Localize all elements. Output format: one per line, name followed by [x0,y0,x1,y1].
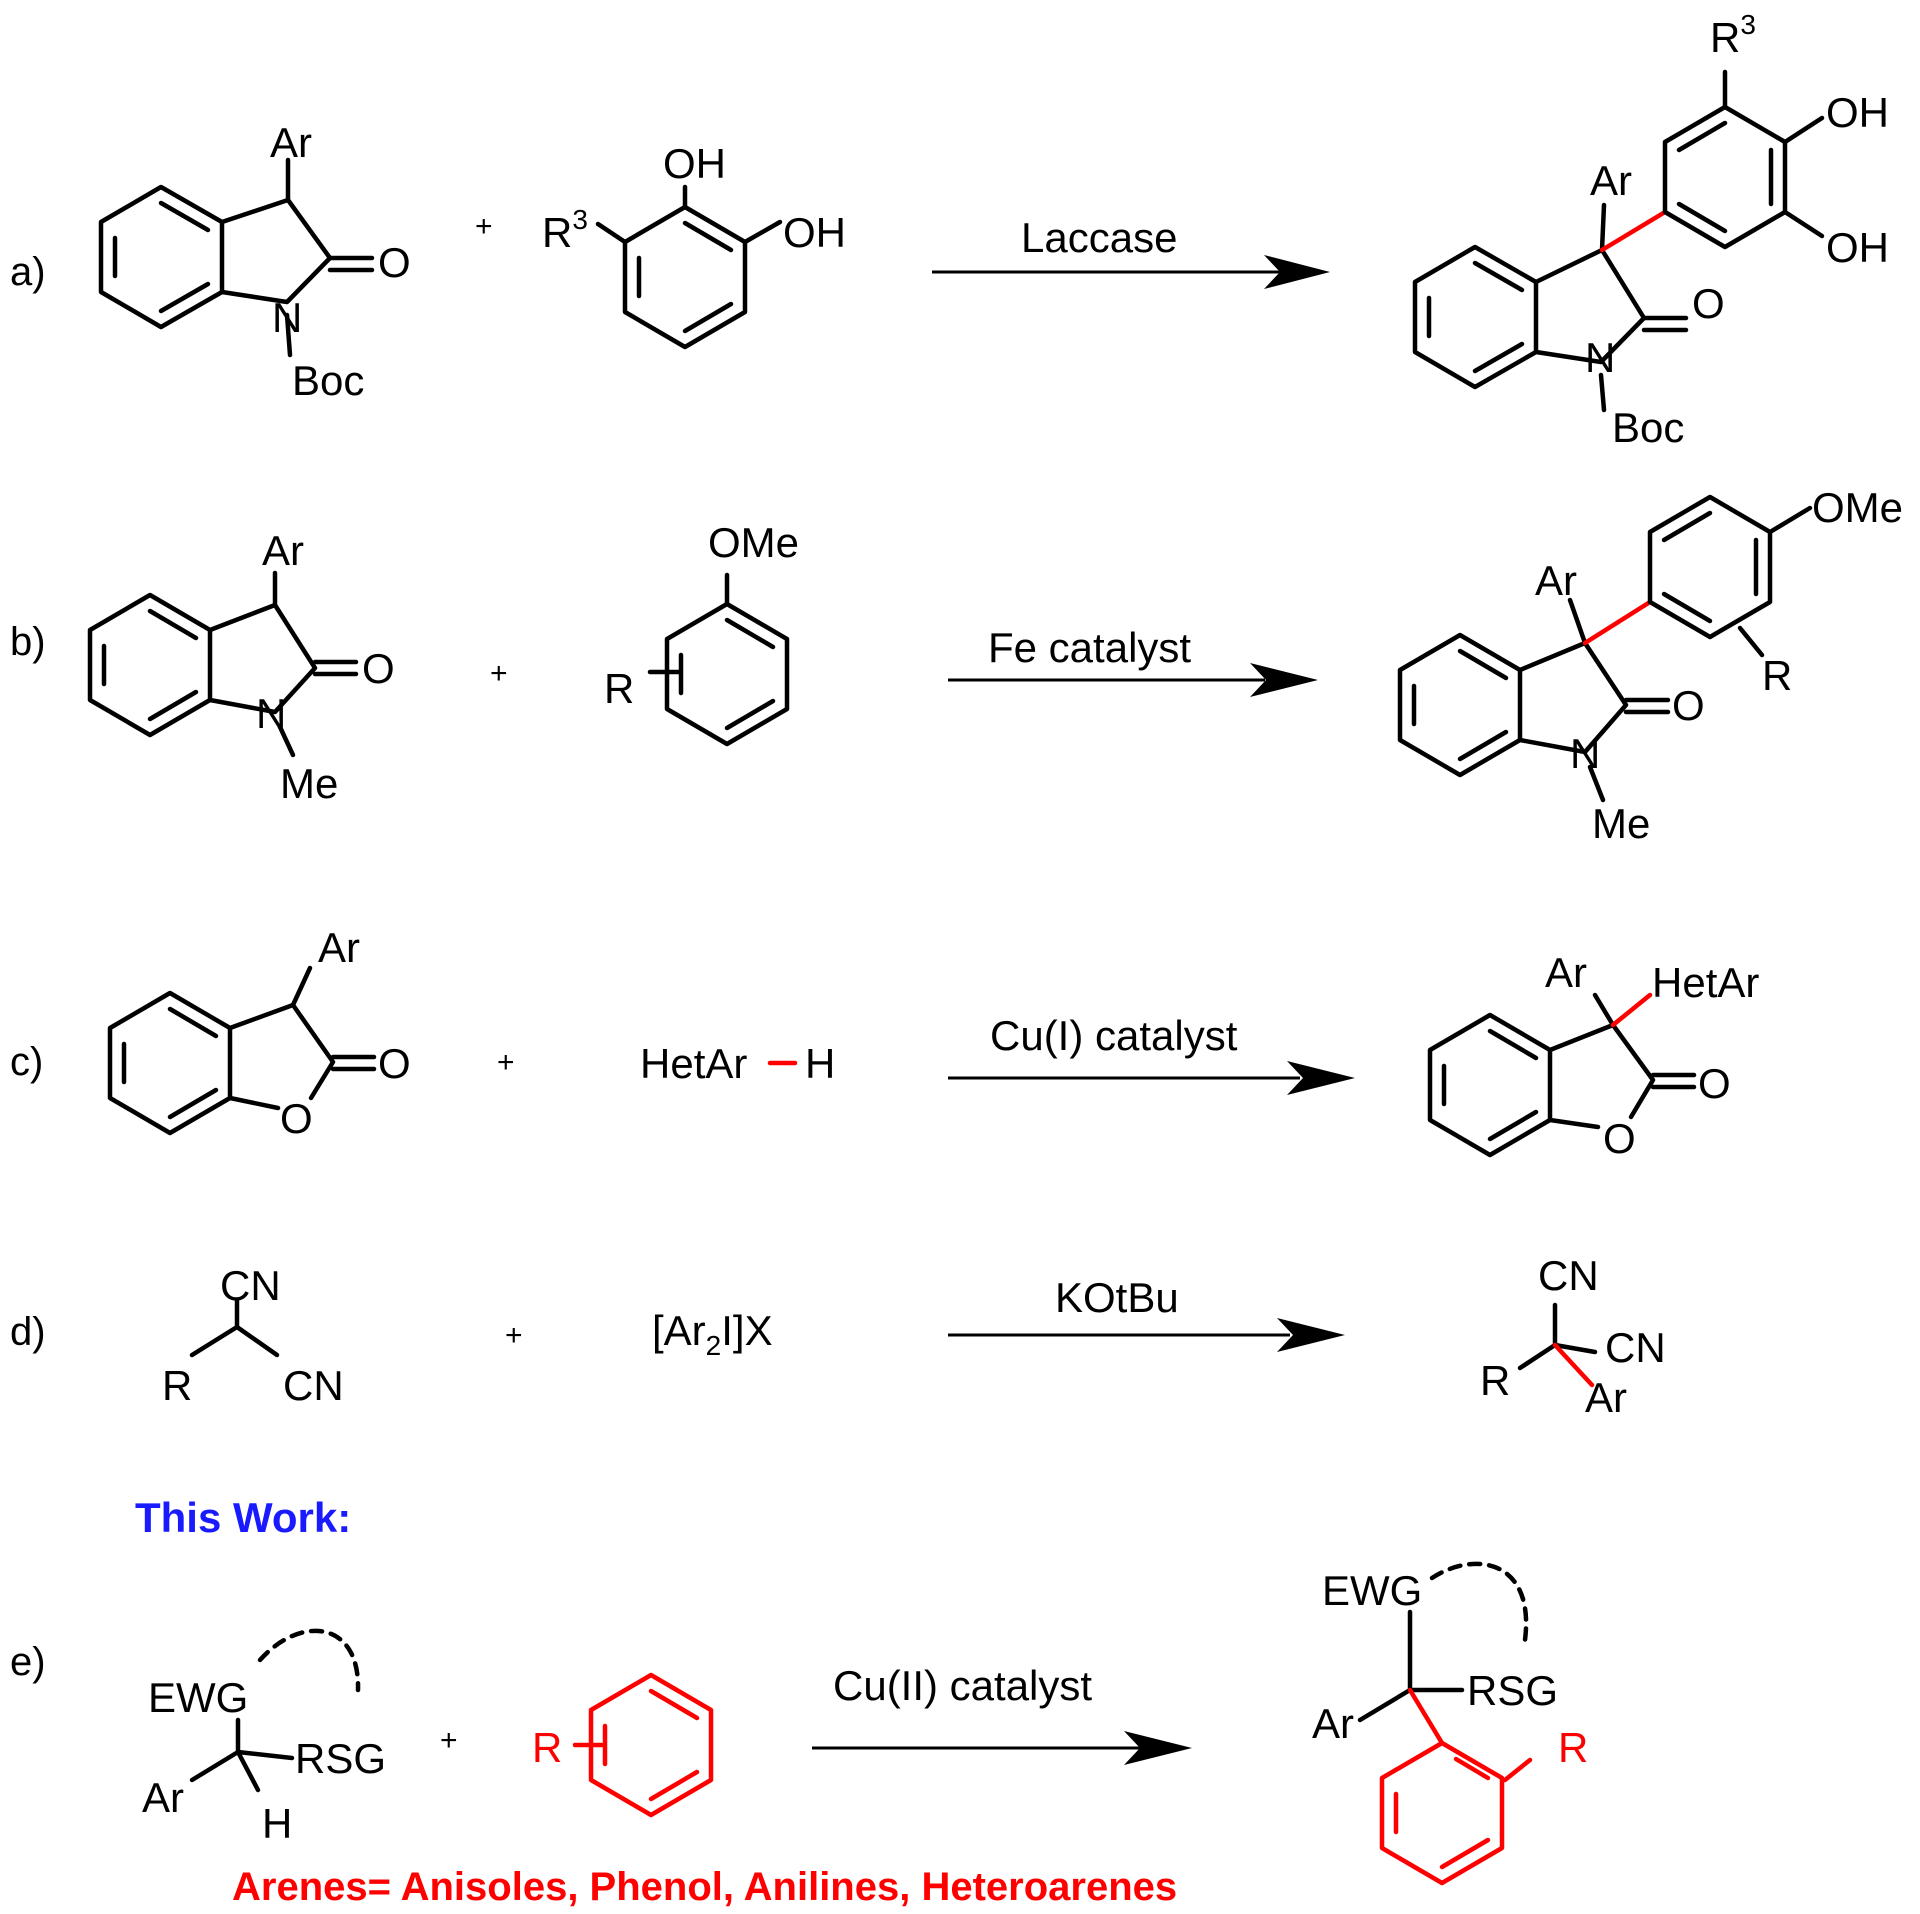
panel-c-benzofuranone: Ar O O [107,924,411,1142]
panel-c-condition: Cu(I) catalyst [990,1012,1238,1059]
panel-b-condition: Fe catalyst [988,624,1191,671]
substrate-h: H [262,1800,292,1847]
product-c-ring-o: O [1603,1115,1636,1162]
anisole-r: R [604,665,634,712]
panel-e: e) EWG RSG Ar H + R Cu(II) catalyst [10,1561,1588,1909]
malononitrile-r: R [162,1362,192,1409]
hetar-label: HetAr [640,1040,747,1087]
product-d-cn-top: CN [1538,1252,1599,1299]
product-c-carbonyl-o: O [1698,1060,1731,1107]
catechol-r3: R3 [542,204,588,256]
panel-b-oxindole: Ar O N Me [87,527,395,807]
product-e-ewg: EWG [1322,1567,1422,1614]
oxindole-b-carbonyl-o: O [362,645,395,692]
panel-e-substrate: EWG RSG Ar H [142,1628,386,1847]
panel-a-condition: Laccase [1021,214,1177,261]
product-e-rsg: RSG [1467,1667,1558,1714]
product-d-r: R [1480,1357,1510,1404]
panel-d-label: d) [10,1310,46,1354]
panel-e-product: EWG RSG Ar R [1312,1561,1588,1886]
arene-r: R [532,1724,562,1771]
panel-a-plus: + [475,210,493,243]
panel-c-hetarene: HetAr H [640,1040,835,1087]
product-a-nitrogen: N [1585,334,1615,381]
panel-b-product: Ar O N Me OMe R [1397,484,1903,847]
diaryliodonium-salt: [Ar2I]X [652,1307,773,1361]
substrate-ar: Ar [142,1774,184,1821]
panel-d: d) CN CN R + [Ar2I]X KOtBu CN CN R Ar [10,1252,1666,1421]
product-a-carbonyl-o: O [1692,280,1725,327]
panel-c-product: Ar HetAr O O [1427,949,1759,1162]
panel-e-condition: Cu(II) catalyst [833,1662,1092,1709]
panel-b-label: b) [10,620,46,664]
product-c-hetar: HetAr [1652,959,1759,1006]
product-d-ar: Ar [1585,1374,1627,1421]
product-a-boc: Boc [1612,404,1684,451]
panel-d-condition: KOtBu [1055,1274,1179,1321]
panel-a: a) Ar O N Boc + OH OH R3 Lacc [10,9,1889,451]
this-work-heading: This Work: [135,1494,351,1541]
product-b-nitrogen: N [1570,730,1600,777]
oxindole-b-ar: Ar [262,527,304,574]
product-e-r: R [1558,1724,1588,1771]
oxindole-a-nitrogen: N [272,294,302,341]
oxindole-b-nitrogen: N [256,690,286,737]
benzofuranone-carbonyl-o: O [378,1040,411,1087]
benzofuranone-ring-o: O [280,1095,313,1142]
panel-a-product: Ar O N Boc R3 OH OH [1412,9,1889,451]
oxindole-b-me: Me [280,760,338,807]
malononitrile-cn-right: CN [283,1362,344,1409]
substrate-ewg: EWG [148,1674,248,1721]
panel-a-catechol: OH OH R3 [542,140,846,350]
malononitrile-cn-top: CN [220,1262,281,1309]
panel-b-plus: + [490,657,508,690]
oxindole-a-ar-label: Ar [270,119,312,166]
hetar-h-label: H [805,1040,835,1087]
panel-c: c) Ar O O + HetAr H Cu(I) catalyst [10,924,1759,1162]
panel-b-anisole: OMe R [604,519,799,747]
arenes-scope-note: Arenes= Anisoles, Phenol, Anilines, Hete… [232,1865,1177,1909]
panel-a-label: a) [10,250,46,294]
product-a-ar: Ar [1590,157,1632,204]
product-a-oh-1: OH [1826,89,1889,136]
catechol-oh-top: OH [663,140,726,187]
product-b-carbonyl-o: O [1672,682,1705,729]
product-e-ar: Ar [1312,1700,1354,1747]
product-c-ar: Ar [1545,949,1587,996]
product-a-oh-2: OH [1826,224,1889,271]
product-b-ar: Ar [1535,557,1577,604]
product-b-r: R [1762,652,1792,699]
panel-e-plus: + [440,1724,458,1757]
oxindole-a-carbonyl-o: O [378,239,411,286]
panel-d-product: CN CN R Ar [1480,1252,1666,1421]
catechol-oh-side: OH [783,209,846,256]
product-a-r3: R3 [1710,9,1756,61]
panel-a-oxindole: Ar O N Boc [98,119,411,404]
oxindole-a-boc: Boc [292,357,364,404]
panel-e-arene: R [532,1672,714,1818]
benzofuranone-ar: Ar [318,924,360,971]
product-b-ome: OMe [1812,484,1903,531]
panel-e-label: e) [10,1640,46,1684]
panel-b: b) Ar O N Me + OMe R Fe catalyst [10,484,1903,847]
anisole-ome: OMe [708,519,799,566]
panel-c-label: c) [10,1040,43,1084]
panel-d-plus: + [505,1319,523,1352]
substrate-rsg: RSG [295,1735,386,1782]
panel-d-malononitrile: CN CN R [162,1262,344,1409]
product-d-cn-right: CN [1605,1324,1666,1371]
product-b-me: Me [1592,800,1650,847]
panel-c-plus: + [497,1046,515,1079]
